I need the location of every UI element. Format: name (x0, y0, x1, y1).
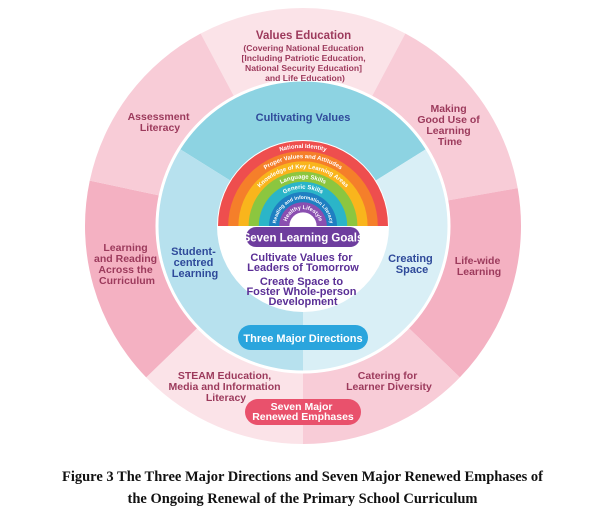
outer-ring-emphases (85, 8, 521, 444)
direction-cultivating-values: Cultivating Values (256, 112, 351, 124)
rainbow-center (289, 212, 317, 226)
figure-caption-line2: the Ongoing Renewal of the Primary Schoo… (127, 491, 478, 507)
emphasis-values-education: Values Education (Covering National Educ… (241, 30, 368, 83)
figure-caption: Figure 3 The Three Major Directions and … (0, 466, 605, 510)
seven-major-renewed-emphases-badge: Seven Major Renewed Emphases (245, 399, 361, 425)
emphasis-life-wide-learning: Life-wide Learning (455, 255, 503, 278)
segment-assessment-literacy (89, 33, 235, 196)
rainbow-label: National Identity (279, 144, 328, 154)
rainbow-label: Language Skills (279, 174, 327, 186)
three-major-directions-label: Three Major Directions (243, 333, 362, 345)
figure-caption-line1: Figure 3 The Three Major Directions and … (61, 469, 544, 485)
segment-learning-time (371, 33, 518, 201)
statement-create-space: Create Space to Foster Whole-person Deve… (246, 276, 359, 308)
three-major-directions-badge: Three Major Directions (238, 325, 368, 350)
rainbow-learning-goals (218, 141, 388, 226)
direction-student-centred-learning: Student- centred Learning (171, 246, 219, 280)
emphasis-steam-education: STEAM Education, Media and Information L… (169, 370, 284, 404)
segment-life-wide-learning (408, 188, 521, 378)
statement-cultivate-values: Cultivate Values for Leaders of Tomorrow (247, 252, 359, 274)
segment-values-education (200, 8, 406, 98)
emphasis-learning-reading-across-curriculum: Learning and Reading Across the Curricul… (94, 242, 160, 287)
emphasis-catering-for-learner-diversity: Catering for Learner Diversity (346, 370, 432, 393)
inner-ring-border (155, 78, 451, 374)
emphasis-assessment-literacy: Assessment Literacy (128, 111, 193, 134)
segment-reading-across-curriculum (85, 180, 198, 378)
emphasis-good-use-of-learning-time: Making Good Use of Learning Time (417, 103, 482, 148)
seven-learning-goals-label: Seven Learning Goals (243, 233, 364, 245)
seven-major-renewed-emphases-label: Seven Major Renewed Emphases (252, 401, 354, 423)
seven-learning-goals-badge: Seven Learning Goals (243, 227, 364, 247)
rainbow-label: Generic Skills (282, 185, 324, 196)
direction-creating-space: Creating Space (388, 253, 436, 276)
